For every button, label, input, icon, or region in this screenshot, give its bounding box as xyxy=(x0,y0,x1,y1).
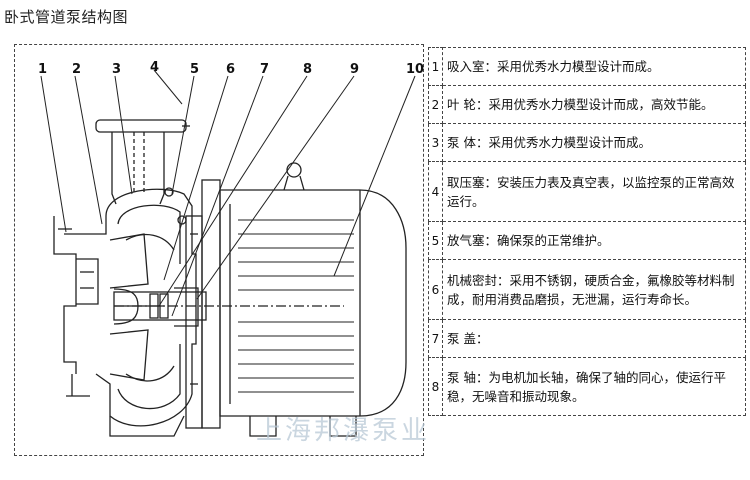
callout-9: 9 xyxy=(350,62,360,77)
table-row: 2 叶 轮：采用优秀水力模型设计而成，高效节能。 xyxy=(428,85,746,124)
impeller xyxy=(109,233,164,381)
table-row: 7 泵 盖： xyxy=(428,319,746,358)
part-number: 4 xyxy=(428,161,443,222)
leader-lines xyxy=(40,69,416,317)
pump-cover xyxy=(185,179,221,429)
part-number: 2 xyxy=(428,85,443,124)
table-row: 5 放气塞：确保泵的正常维护。 xyxy=(428,221,746,260)
table-row: 3 泵 体：采用优秀水力模型设计而成。 xyxy=(428,123,746,162)
callout-3: 3 xyxy=(112,62,122,77)
parts-table: 1 吸入室：采用优秀水力模型设计而成。 2 叶 轮：采用优秀水力模型设计而成，高… xyxy=(428,47,746,416)
watermark: 上海邦瀑泵业 xyxy=(256,416,431,446)
part-number: 1 xyxy=(428,47,443,86)
part-number: 3 xyxy=(428,123,443,162)
callout-6: 6 xyxy=(226,62,236,77)
part-description: 吸入室：采用优秀水力模型设计而成。 xyxy=(442,47,746,86)
drawing-frame xyxy=(14,44,424,456)
callout-5: 5 xyxy=(190,62,200,77)
part-description: 泵 盖： xyxy=(442,319,746,358)
discharge-flange xyxy=(95,119,190,205)
pump-drawing xyxy=(40,69,416,437)
table-row: 6 机械密封：采用不锈钢，硬质合金，氟橡胶等材料制成，耐用消费品磨损，无泄漏，运… xyxy=(428,259,746,320)
diagram-title: 卧式管道泵结构图 xyxy=(4,8,129,26)
callout-10: 10 xyxy=(406,62,425,77)
part-description: 叶 轮：采用优秀水力模型设计而成，高效节能。 xyxy=(442,85,746,124)
part-description: 泵 轴：为电机加长轴，确保了轴的同心，使运行平稳，无噪音和振动现象。 xyxy=(442,357,746,416)
suction-chamber xyxy=(53,216,107,374)
part-description: 机械密封：采用不锈钢，硬质合金，氟橡胶等材料制成，耐用消费品磨损，无泄漏，运行寿… xyxy=(442,259,746,320)
part-number: 7 xyxy=(428,319,443,358)
pump-base xyxy=(66,374,185,437)
part-number: 5 xyxy=(428,221,443,260)
part-number: 8 xyxy=(428,357,443,416)
part-number: 6 xyxy=(428,259,443,320)
part-description: 放气塞：确保泵的正常维护。 xyxy=(442,221,746,260)
table-row: 1 吸入室：采用优秀水力模型设计而成。 xyxy=(428,47,746,86)
table-row: 8 泵 轴：为电机加长轴，确保了轴的同心，使运行平稳，无噪音和振动现象。 xyxy=(428,357,746,416)
callout-7: 7 xyxy=(260,62,270,77)
pump-casing xyxy=(95,187,197,427)
motor xyxy=(219,162,407,437)
callout-2: 2 xyxy=(72,62,82,77)
callout-1: 1 xyxy=(38,62,48,77)
callout-8: 8 xyxy=(303,62,313,77)
part-description: 泵 体：采用优秀水力模型设计而成。 xyxy=(442,123,746,162)
pump-shaft xyxy=(113,287,344,327)
callout-4: 4 xyxy=(150,60,160,75)
part-description: 取压塞：安装压力表及真空表，以监控泵的正常高效运行。 xyxy=(442,161,746,222)
table-row: 4 取压塞：安装压力表及真空表，以监控泵的正常高效运行。 xyxy=(428,161,746,222)
